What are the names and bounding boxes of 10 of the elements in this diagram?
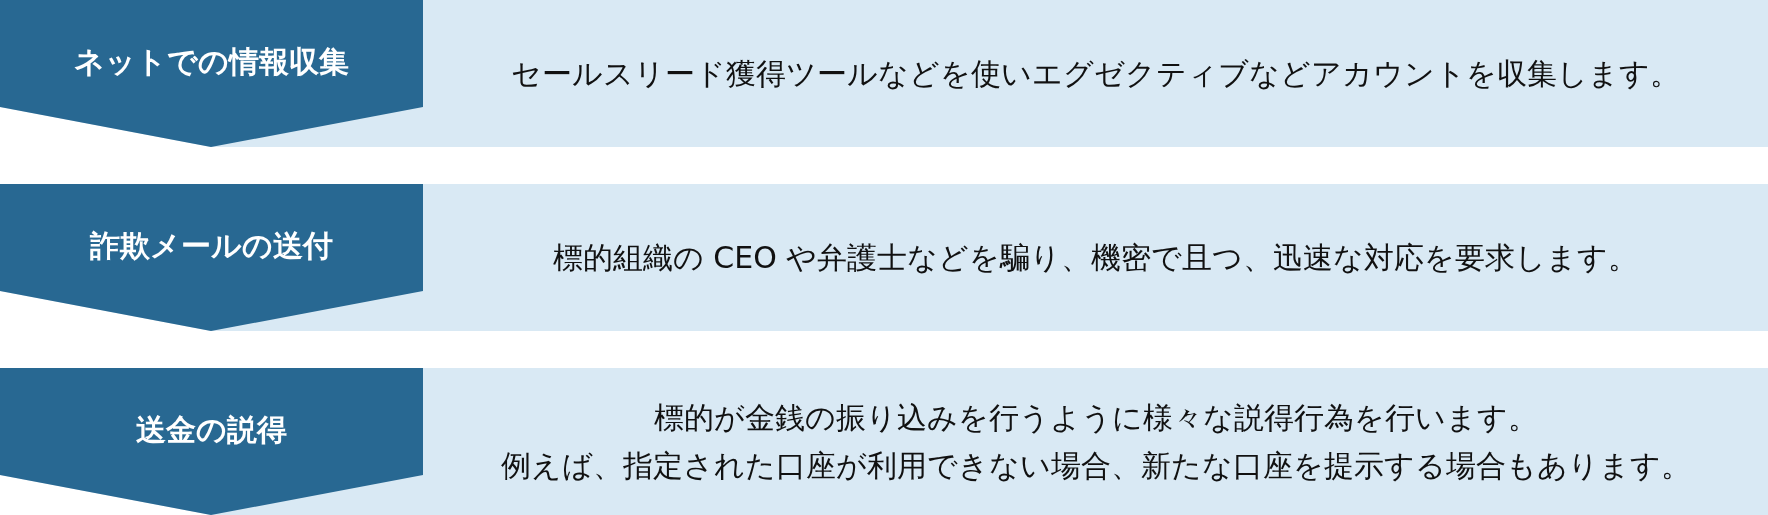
step-description: 例えば、指定された口座が利用できない場合、新たな口座を提示する場合もあります。 (500, 446, 1691, 485)
process-step-band (0, 0, 1768, 147)
step-description: セールスリード獲得ツールなどを使いエグゼクティブなどアカウントを収集します。 (511, 54, 1680, 93)
step-description: 標的組織の CEO や弁護士などを騙り、機密で且つ、迅速な対応を要求します。 (552, 238, 1639, 277)
step-heading: ネットでの情報収集 (74, 43, 349, 81)
process-step-band (0, 184, 1768, 331)
step-heading: 詐欺メールの送付 (90, 227, 333, 265)
step-heading: 送金の説得 (136, 411, 287, 449)
process-step-band (0, 368, 1768, 515)
step-description: 標的が金銭の振り込みを行うように様々な説得行為を行います。 (653, 398, 1538, 437)
